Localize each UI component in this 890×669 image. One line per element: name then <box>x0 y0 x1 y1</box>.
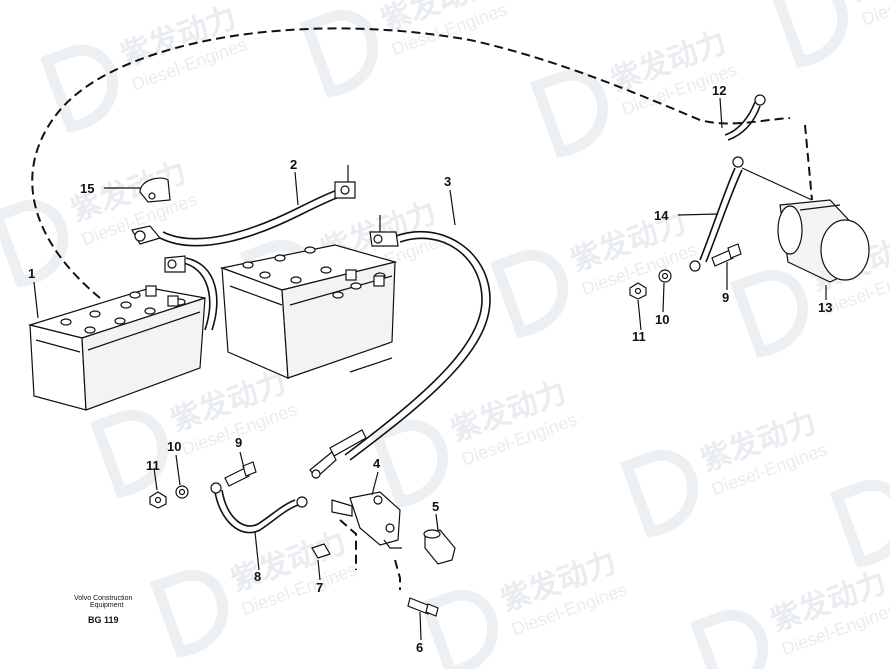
callout-10-upper: 10 <box>655 312 669 327</box>
watermark-logo <box>89 409 169 498</box>
footer-code: BG 119 <box>88 615 119 625</box>
callout-7: 7 <box>316 580 323 595</box>
callout-8: 8 <box>254 569 261 584</box>
footer-company: Volvo Construction <box>74 595 132 602</box>
callout-13: 13 <box>818 300 832 315</box>
watermark-logo <box>829 479 890 568</box>
callout-3: 3 <box>444 174 451 189</box>
callout-4: 4 <box>373 456 381 471</box>
callout-6: 6 <box>416 640 423 655</box>
watermark-logo <box>149 569 229 658</box>
cable-8[interactable] <box>210 482 308 534</box>
watermark-logo <box>529 69 609 158</box>
callout-12: 12 <box>712 83 726 98</box>
callout-14: 14 <box>654 208 669 223</box>
callout-labels: 1 2 3 4 5 6 7 8 9 9 10 10 11 11 12 13 14… <box>28 83 832 655</box>
callout-15: 15 <box>80 181 94 196</box>
dashed-cable-route <box>31 27 791 299</box>
callout-2: 2 <box>290 157 297 172</box>
washer-10-lower[interactable] <box>175 485 189 499</box>
bolt-9-upper[interactable] <box>711 243 742 267</box>
watermark-logo <box>689 609 769 669</box>
callout-9-upper: 9 <box>722 290 729 305</box>
terminal-cover-15[interactable] <box>139 177 171 203</box>
watermark-logo <box>299 9 379 98</box>
battery-left[interactable] <box>27 285 206 411</box>
watermark-logo <box>0 199 69 288</box>
callout-1: 1 <box>28 266 35 281</box>
nut-11-upper[interactable] <box>629 282 647 300</box>
callout-9-lower: 9 <box>235 435 242 450</box>
cover-cap-5[interactable] <box>423 529 456 565</box>
watermark-logo <box>729 269 809 358</box>
callout-11-lower: 11 <box>146 458 160 473</box>
footer-block: Volvo Construction Equipment BG 119 <box>74 595 132 625</box>
cable-12[interactable] <box>724 94 766 141</box>
dashed-line-bolt <box>394 559 401 590</box>
callout-11-upper: 11 <box>632 329 646 344</box>
watermark-logo <box>489 249 569 338</box>
cable-main-3[interactable] <box>309 215 491 479</box>
cable-jumper-2[interactable] <box>131 165 356 247</box>
watermark-brand-cn: 紫发动力 <box>847 0 890 8</box>
bolt-9-lower[interactable] <box>224 461 257 487</box>
battery-right[interactable] <box>219 244 398 379</box>
bolt-6[interactable] <box>407 597 439 617</box>
watermark-logo <box>769 0 849 68</box>
nut-7[interactable] <box>311 543 331 559</box>
washer-10-upper[interactable] <box>658 269 672 283</box>
callout-10-lower: 10 <box>167 439 181 454</box>
cable-battery-link[interactable] <box>164 255 218 331</box>
relay-4[interactable] <box>331 491 402 549</box>
watermark-logo <box>619 449 699 538</box>
dashed-line-wire <box>339 519 357 570</box>
watermark-logo <box>419 589 499 669</box>
dashed-cable-drop <box>804 124 813 201</box>
leader-lines <box>33 97 827 641</box>
watermark-logo <box>39 44 119 133</box>
callout-5: 5 <box>432 499 439 514</box>
cable-14[interactable] <box>689 156 813 272</box>
footer-company-line2: Equipment <box>90 602 124 609</box>
watermark-logo <box>369 419 449 508</box>
starter-motor-13[interactable] <box>777 199 870 283</box>
nut-11-lower[interactable] <box>149 491 167 509</box>
